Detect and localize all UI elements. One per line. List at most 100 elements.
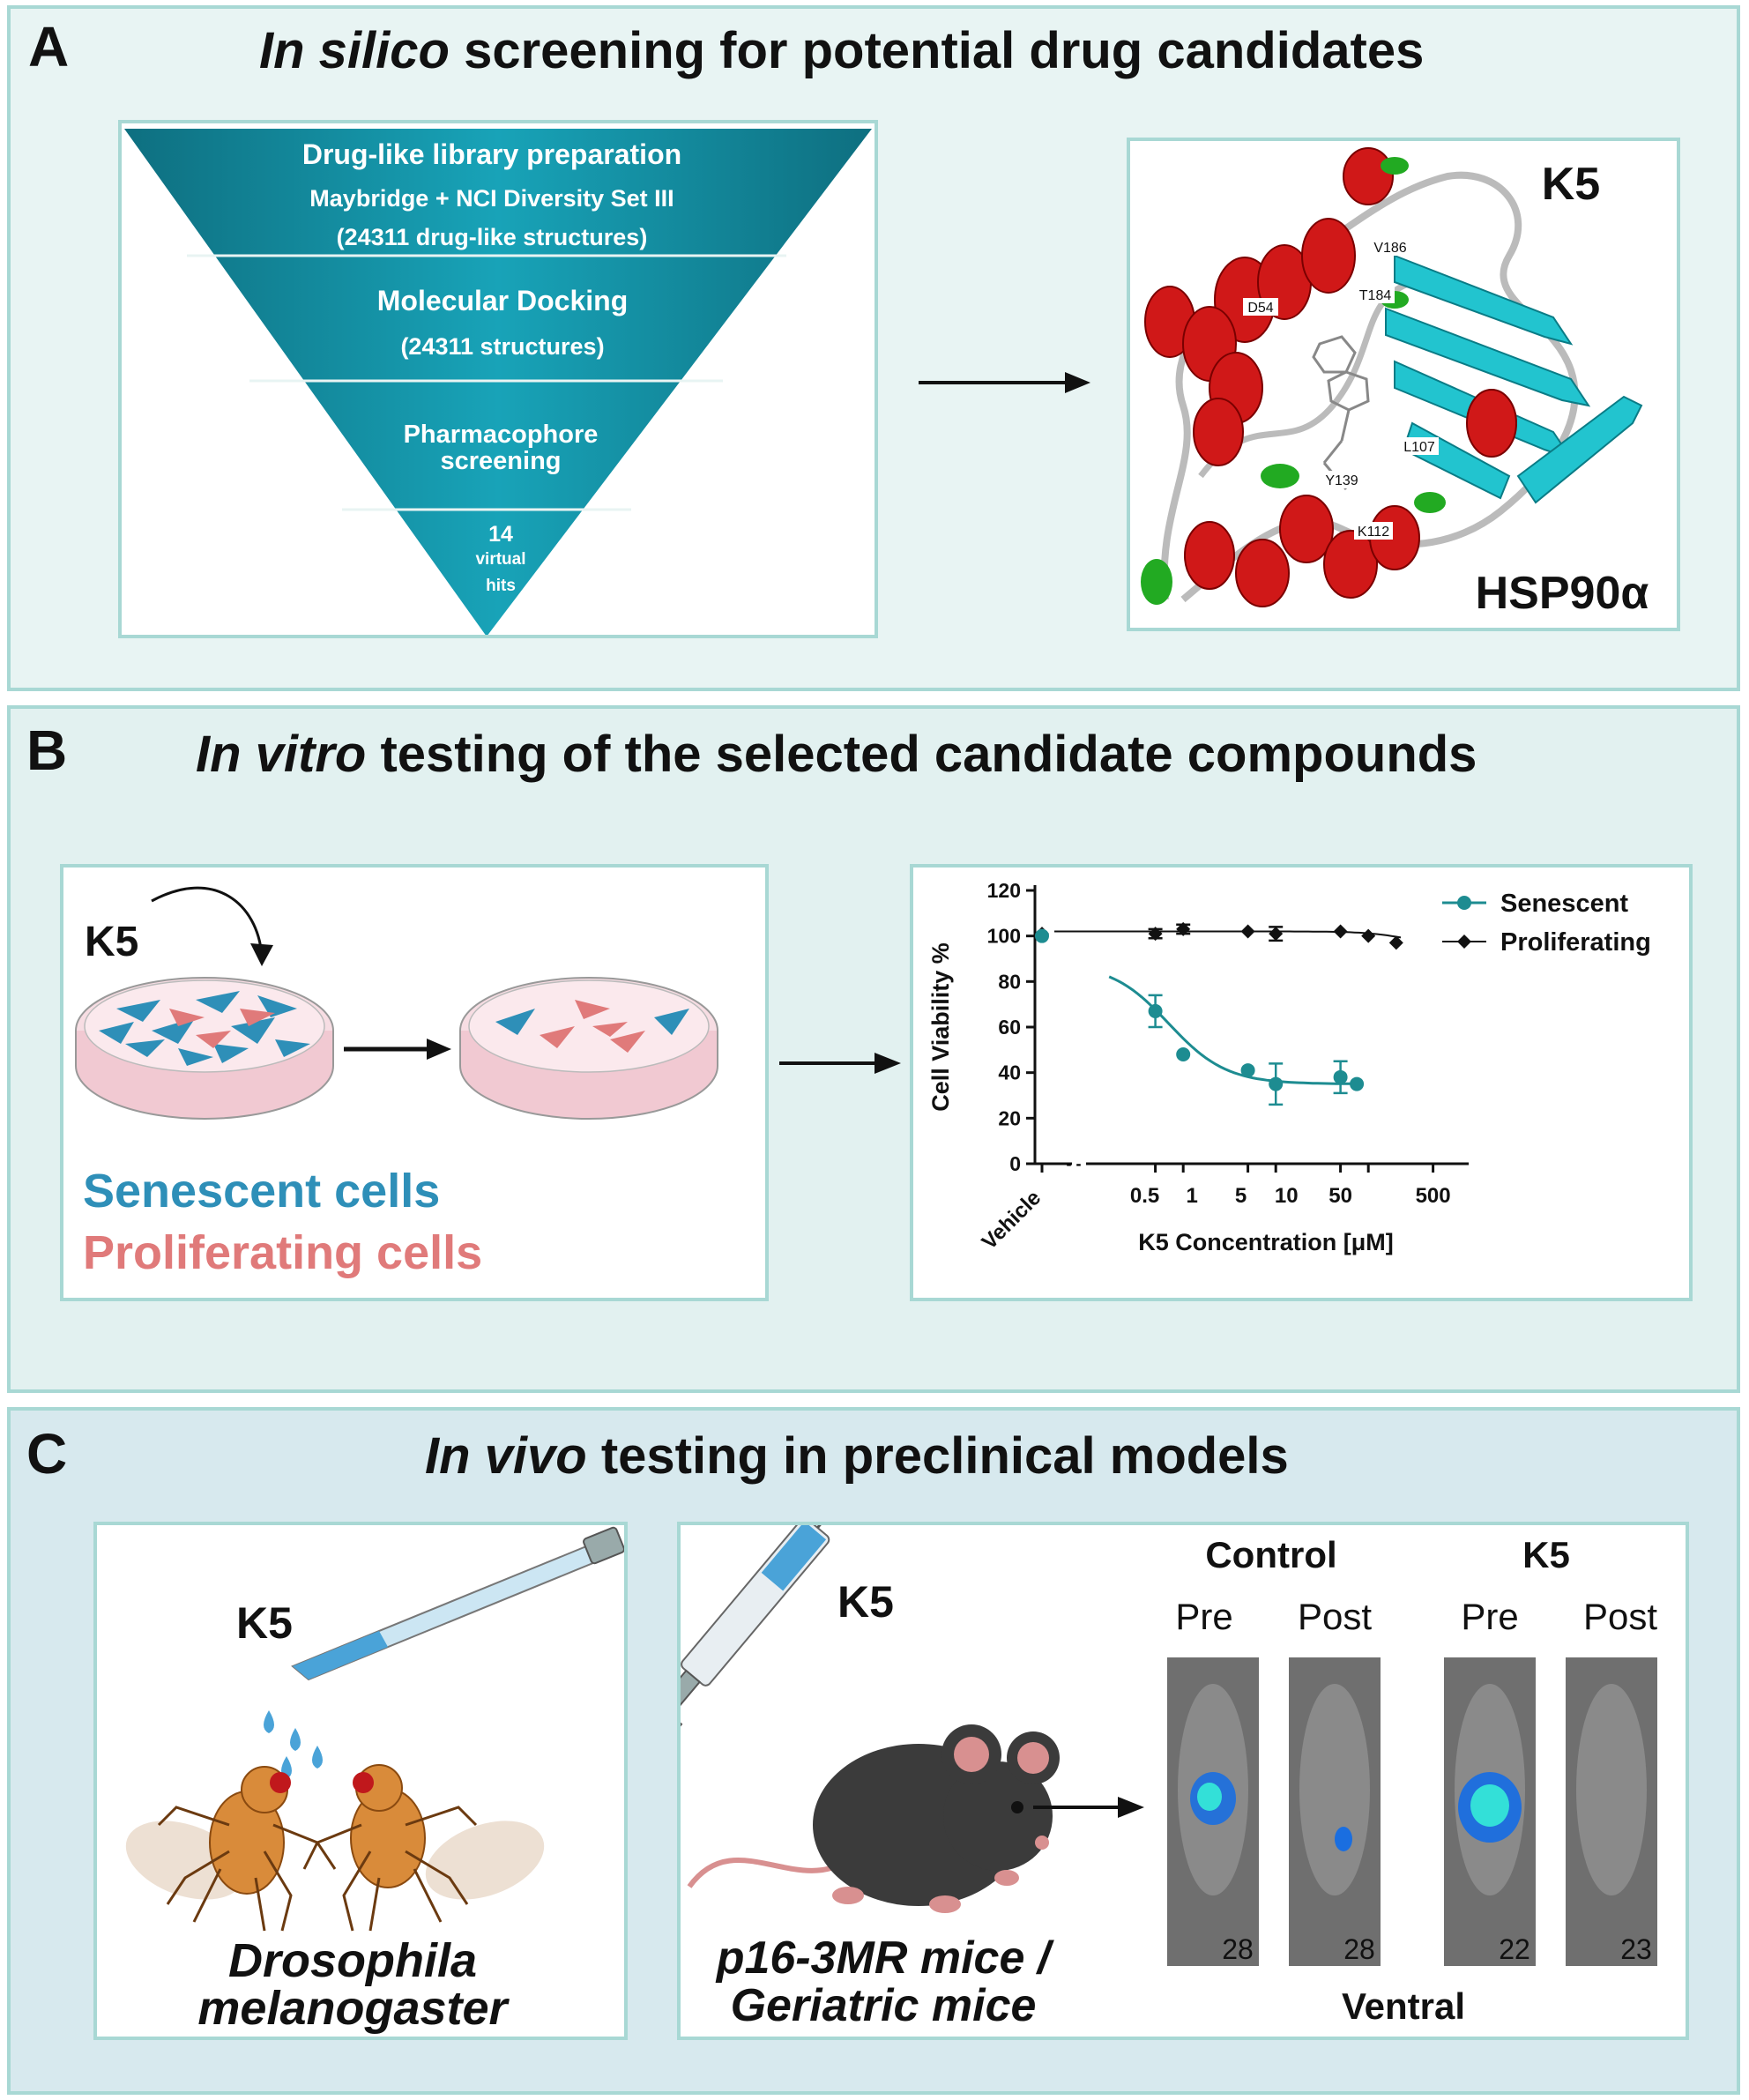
panel-a-label: A	[28, 15, 70, 78]
proliferating-fit-curve	[1054, 930, 1402, 939]
x-axis-label: K5 Concentration [μM]	[1138, 1229, 1394, 1255]
proliferating-point-0	[1148, 927, 1163, 942]
proliferating-point-4	[1333, 924, 1348, 939]
senescent-point-0	[1148, 1003, 1163, 1018]
svg-text:28: 28	[1222, 1933, 1254, 1965]
senescent-point-3	[1269, 1076, 1284, 1091]
x-tick-label-vehicle: Vehicle	[978, 1186, 1046, 1255]
panel-c-label: C	[26, 1422, 68, 1486]
x-tick-label-0: 0.5	[1130, 1184, 1159, 1208]
panel-a: A In silico screening for potential drug…	[7, 5, 1740, 691]
green-turns	[1141, 157, 1446, 605]
imaging-control-post: Post	[1298, 1596, 1372, 1637]
screening-funnel-box: Drug-like library preparation Maybridge …	[118, 120, 878, 638]
assay-compound-label: K5	[85, 919, 138, 965]
fly-icon-right	[302, 1764, 545, 1932]
funnel-level4-line1: 14	[488, 522, 513, 547]
proliferating-point-6	[1388, 935, 1403, 950]
proliferating-cells-before	[169, 1009, 275, 1048]
x-tick-label-2: 5	[1235, 1184, 1247, 1208]
mouse-model-line1: p16-3MR mice /	[715, 1932, 1055, 1984]
senescent-point-2	[1240, 1063, 1255, 1078]
imaging-view-label: Ventral	[1342, 1985, 1465, 2027]
imaging-group-control: Control	[1205, 1534, 1336, 1575]
funnel-level1-line3: (24311 drug-like structures)	[337, 224, 648, 250]
cell-assay-box: K5	[60, 864, 769, 1301]
proliferating-cells-after	[540, 1000, 645, 1053]
funnel-level1-line1: Drug-like library preparation	[302, 138, 681, 170]
svg-text:22: 22	[1499, 1933, 1530, 1965]
panel-a-title: In silico screening for potential drug c…	[259, 22, 1425, 79]
senescent-point-4	[1333, 1069, 1348, 1084]
senescent-point-1	[1176, 1047, 1191, 1061]
y-tick-label-4: 80	[998, 970, 1021, 993]
residue-label-4: L107	[1403, 440, 1435, 455]
x-tick-label-4: 50	[1328, 1184, 1352, 1208]
imaging-k5-post: Post	[1583, 1596, 1657, 1637]
proliferating-point-2	[1240, 924, 1255, 939]
arrow-a	[919, 372, 1090, 393]
fly-species-line2: melanogaster	[197, 1982, 510, 2035]
screening-funnel: Drug-like library preparation Maybridge …	[124, 129, 872, 637]
dish-after	[459, 977, 718, 1120]
droplets-icon	[264, 1710, 323, 1779]
proliferating-point-3	[1269, 927, 1284, 942]
fly-illustration: K5 Dros	[125, 1526, 625, 2035]
imaging-k5-post-image: 23	[1566, 1657, 1657, 1966]
imaging-control-pre-image: 28	[1167, 1657, 1259, 1966]
legend-proliferating-cells: Proliferating cells	[83, 1226, 482, 1279]
senescent-point-5	[1350, 1076, 1365, 1091]
arrow-b	[779, 1053, 901, 1074]
imaging-k5-pre-image: 22	[1444, 1657, 1536, 1966]
hsp90-structure: V186 D54 T184 L107 Y139 K112 K5 HSP90α	[1141, 147, 1649, 619]
addition-arrow	[151, 886, 264, 957]
residue-label-1: V186	[1373, 241, 1406, 256]
residue-label-5: Y139	[1325, 473, 1358, 488]
x-tick-label-3: 10	[1275, 1184, 1299, 1208]
panel-b-label: B	[26, 719, 68, 782]
proliferating-point-5	[1361, 928, 1376, 943]
structure-protein-label: HSP90α	[1476, 568, 1649, 619]
funnel-level2-line1: Molecular Docking	[377, 285, 629, 316]
panel-b: B In vitro testing of the selected candi…	[7, 705, 1740, 1393]
funnel-level4-line3: hits	[486, 577, 516, 595]
residue-label-6: K112	[1358, 525, 1389, 540]
fly-model-box: K5 Dros	[93, 1522, 628, 2040]
cell-assay-illustration: K5	[75, 886, 718, 1279]
mouse-icon	[687, 1724, 1060, 1913]
legend-senescent-label: Senescent	[1500, 890, 1628, 918]
legend-senescent-cells: Senescent cells	[83, 1165, 440, 1218]
dish-before	[75, 977, 334, 1120]
funnel-level3-line1: Pharmacophore	[404, 421, 599, 449]
x-tick-label-1: 1	[1187, 1184, 1198, 1208]
funnel-level2-line2: (24311 structures)	[400, 333, 604, 360]
structure-compound-label: K5	[1542, 159, 1600, 210]
proliferating-point-1	[1176, 921, 1191, 936]
legend-proliferating-label: Proliferating	[1500, 928, 1651, 957]
y-tick-label-2: 40	[998, 1061, 1021, 1084]
x-tick-label-5: 500	[1416, 1184, 1451, 1208]
pipette-icon	[291, 1526, 625, 1681]
senescent-cells-before	[99, 991, 310, 1066]
syringe-icon	[635, 1472, 864, 1739]
residue-label-3: T184	[1359, 288, 1392, 303]
y-tick-label-6: 120	[987, 879, 1021, 902]
y-tick-label-0: 0	[1009, 1152, 1021, 1175]
senescent-cells-after	[495, 1009, 689, 1035]
panel-b-title: In vitro testing of the selected candida…	[196, 726, 1477, 783]
panel-c-title: In vivo testing in preclinical models	[425, 1427, 1289, 1485]
fly-compound-label: K5	[236, 1598, 293, 1648]
legend-proliferating-marker	[1457, 935, 1471, 949]
funnel-level3-line2: screening	[441, 447, 562, 475]
y-tick-label-5: 100	[987, 925, 1021, 948]
y-tick-label-3: 60	[998, 1016, 1021, 1039]
senescent-point-vehicle	[1035, 928, 1049, 943]
mouse-model-line2: Geriatric mice	[731, 1980, 1037, 2031]
legend-senescent-marker	[1457, 896, 1471, 910]
y-axis-label: Cell Viability %	[927, 942, 954, 1112]
imaging-control-pre: Pre	[1175, 1596, 1232, 1637]
mouse-compound-label: K5	[837, 1577, 894, 1627]
imaging-k5-pre: Pre	[1461, 1596, 1518, 1637]
